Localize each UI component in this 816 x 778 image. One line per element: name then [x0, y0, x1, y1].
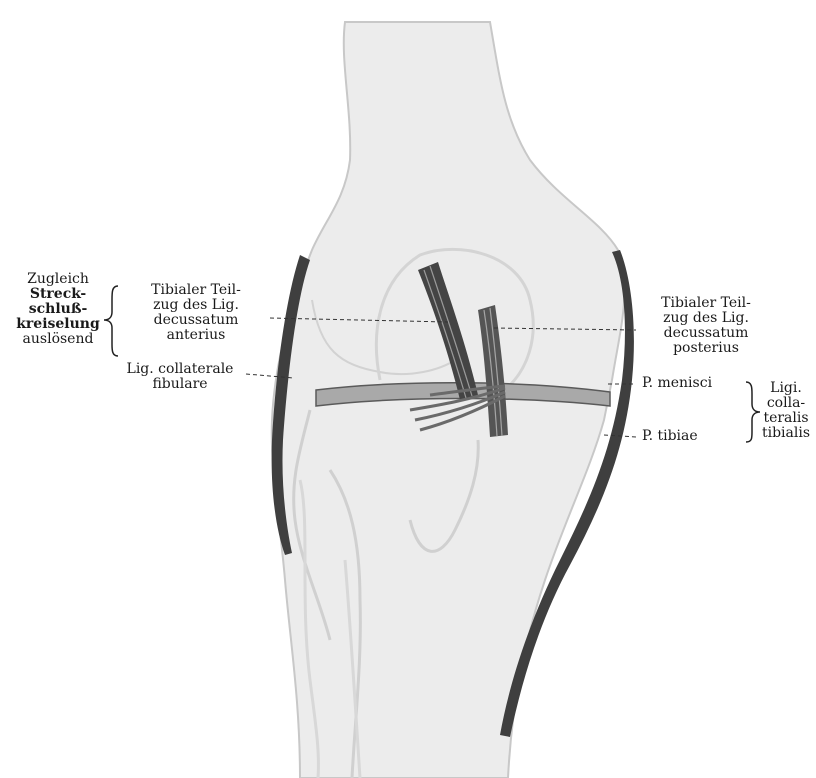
- label-left-line: kreiselung: [6, 317, 110, 332]
- label-mcl-line: tibialis: [758, 426, 814, 441]
- label-mcl-line: Ligi.: [758, 381, 814, 396]
- label-mcl-line: colla-: [758, 396, 814, 411]
- label-p-tibiae: P. tibiae: [642, 429, 698, 444]
- label-acl-line: decussatum: [126, 313, 266, 328]
- label-p-menisci: P. menisci: [642, 376, 712, 391]
- label-acl-line: anterius: [126, 328, 266, 343]
- label-mcl-line: teralis: [758, 411, 814, 426]
- label-left-line: auslösend: [6, 332, 110, 347]
- label-left-line: Streck-: [6, 287, 110, 302]
- label-left-group: Zugleich Streck- schluß- kreiselung ausl…: [6, 272, 110, 347]
- label-mcl-group: Ligi. colla- teralis tibialis: [758, 381, 814, 441]
- label-lcl-line: Lig. collaterale: [118, 362, 242, 377]
- label-pcl-line: decussatum: [636, 326, 776, 341]
- label-pcl-line: Tibialer Teil-: [636, 296, 776, 311]
- label-acl: Tibialer Teil- zug des Lig. decussatum a…: [126, 283, 266, 343]
- label-acl-line: zug des Lig.: [126, 298, 266, 313]
- label-pcl: Tibialer Teil- zug des Lig. decussatum p…: [636, 296, 776, 356]
- label-pcl-line: posterius: [636, 341, 776, 356]
- label-acl-line: Tibialer Teil-: [126, 283, 266, 298]
- label-pcl-line: zug des Lig.: [636, 311, 776, 326]
- label-left-line: Zugleich: [6, 272, 110, 287]
- label-lcl: Lig. collaterale fibulare: [118, 362, 242, 392]
- label-lcl-line: fibulare: [118, 377, 242, 392]
- label-left-line: schluß-: [6, 302, 110, 317]
